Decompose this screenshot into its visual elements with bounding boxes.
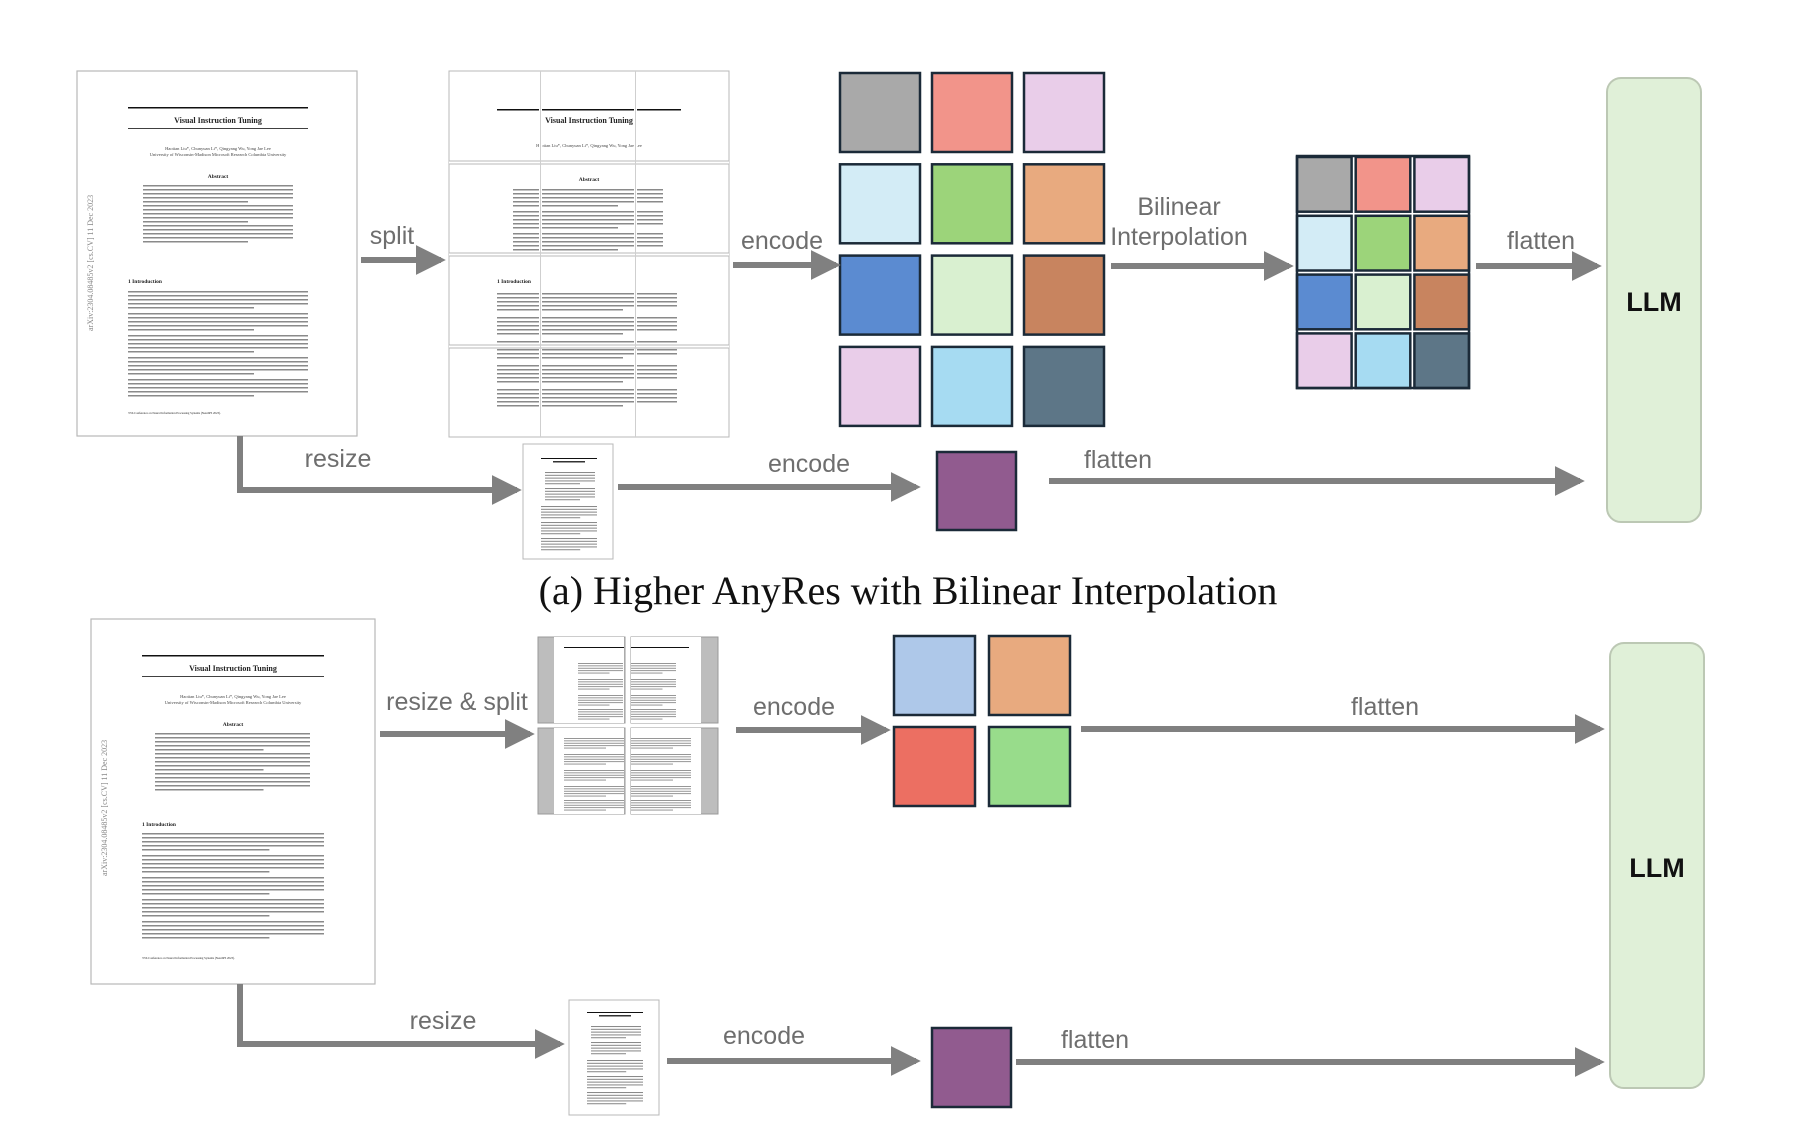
interpolated-tile-6 xyxy=(1413,214,1471,272)
bilinear-label: Bilinear xyxy=(1137,193,1220,221)
doc-intro-heading: 1 Introduction xyxy=(128,279,162,285)
encode-label-b: encode xyxy=(753,693,835,721)
resized-document-a xyxy=(522,443,614,560)
doc-b-footer: 37th Conference on Neural Information Pr… xyxy=(142,956,235,960)
interpolated-tile-12 xyxy=(1413,332,1471,390)
encoded-tile-grid-a xyxy=(838,71,1106,428)
interpolated-tile-10 xyxy=(1295,332,1353,390)
doc-authors: Haotian Liu*, Chunyuan Li*, Qingyang Wu,… xyxy=(165,146,271,152)
interpolated-tile-3 xyxy=(1413,155,1471,213)
resize-arrow-b xyxy=(237,984,565,1059)
flatten-label-b: flatten xyxy=(1351,693,1419,721)
encode-label-b2: encode xyxy=(723,1022,805,1050)
panel-a: Visual Instruction Tuning Haotian Liu*, … xyxy=(76,70,1702,613)
flatten-label-b2: flatten xyxy=(1061,1026,1129,1054)
source-document-b: Visual Instruction Tuning Haotian Liu*, … xyxy=(90,618,376,985)
feature-tile-a-12 xyxy=(1022,345,1106,428)
llm-box-a xyxy=(1606,77,1702,523)
resize-split-label: resize & split xyxy=(386,688,528,716)
flatten-label-a: flatten xyxy=(1507,227,1575,255)
doc-title: Visual Instruction Tuning xyxy=(174,116,262,125)
feature-tile-a-8 xyxy=(930,254,1014,336)
flatten-label-a2: flatten xyxy=(1084,446,1152,474)
feature-tile-a-5 xyxy=(930,163,1014,245)
split-document-tiles: Visual Instruction Tuning Haotian Liu*, … xyxy=(448,70,730,438)
doc-b-title: Visual Instruction Tuning xyxy=(189,664,277,673)
interpolated-tile-5 xyxy=(1354,214,1412,272)
split-label: split xyxy=(370,222,415,250)
llm-box-b xyxy=(1609,642,1705,1089)
feature-tile-a-10 xyxy=(838,345,922,428)
resize-label-b: resize xyxy=(410,1007,477,1035)
feature-tile-a-7 xyxy=(838,254,922,336)
caption-a: (a) Higher AnyRes with Bilinear Interpol… xyxy=(539,568,1278,613)
feature-tile-a-1 xyxy=(838,71,922,154)
interpolated-tile-9 xyxy=(1413,273,1471,331)
interpolated-tile-1 xyxy=(1295,155,1353,213)
split-doc-title: Visual Instruction Tuning xyxy=(545,116,633,125)
resize-arrow-a xyxy=(237,436,522,505)
feature-tile-b-1 xyxy=(892,634,977,717)
feature-tile-a-3 xyxy=(1022,71,1106,154)
feature-tile-b-4 xyxy=(987,725,1072,808)
doc-arxiv-stamp: arXiv:2304.08485v2 [cs.CV] 11 Dec 2023 xyxy=(86,195,95,331)
llm-label-b: LLM xyxy=(1629,853,1684,883)
doc-b-affiliations: University of Wisconsin-Madison Microsof… xyxy=(165,700,302,705)
interpolated-grid-frame xyxy=(1295,154,1471,390)
interpolated-tile-4 xyxy=(1295,214,1353,272)
feature-tile-a-2 xyxy=(930,71,1014,154)
feature-tile-b-3 xyxy=(892,725,977,808)
split-doc-authors: Haotian Liu*, Chunyuan Li*, Qingyang Wu,… xyxy=(536,143,642,149)
llm-label-a: LLM xyxy=(1626,287,1681,317)
doc-b-intro-heading: 1 Introduction xyxy=(142,822,176,828)
panel-b: Visual Instruction Tuning Haotian Liu*, … xyxy=(90,618,1705,1116)
feature-tile-a-4 xyxy=(838,163,922,245)
split-doc-intro-heading: 1 Introduction xyxy=(497,279,531,285)
interpolated-tile-7 xyxy=(1295,273,1353,331)
source-document-a: Visual Instruction Tuning Haotian Liu*, … xyxy=(76,70,358,437)
encode-label-a: encode xyxy=(741,227,823,255)
global-feature-tile-b xyxy=(930,1026,1013,1109)
encode-label-a2: encode xyxy=(768,450,850,478)
interpolation-label: Interpolation xyxy=(1110,223,1248,251)
interpolated-tile-grid-a xyxy=(1295,155,1471,390)
feature-tile-b-2 xyxy=(987,634,1072,717)
doc-footer: 37th Conference on Neural Information Pr… xyxy=(128,411,221,415)
resized-document-b xyxy=(568,999,660,1116)
encoded-tile-grid-b xyxy=(892,634,1072,808)
resize-label-a: resize xyxy=(305,445,372,473)
doc-affiliations: University of Wisconsin-Madison Microsof… xyxy=(150,152,287,157)
feature-tile-a-11 xyxy=(930,345,1014,428)
resized-split-tiles xyxy=(537,636,719,815)
interpolated-tile-11 xyxy=(1354,332,1412,390)
interpolated-tile-2 xyxy=(1354,155,1412,213)
interpolated-tile-8 xyxy=(1354,273,1412,331)
feature-tile-a-6 xyxy=(1022,163,1106,245)
doc-b-arxiv-stamp: arXiv:2304.08485v2 [cs.CV] 11 Dec 2023 xyxy=(100,740,109,876)
doc-b-abstract-heading: Abstract xyxy=(223,722,244,728)
global-feature-tile-a xyxy=(935,450,1018,532)
split-doc-abstract-heading: Abstract xyxy=(579,177,600,183)
doc-abstract-heading: Abstract xyxy=(208,174,229,180)
doc-b-authors: Haotian Liu*, Chunyuan Li*, Qingyang Wu,… xyxy=(180,694,286,700)
feature-tile-a-9 xyxy=(1022,254,1106,336)
